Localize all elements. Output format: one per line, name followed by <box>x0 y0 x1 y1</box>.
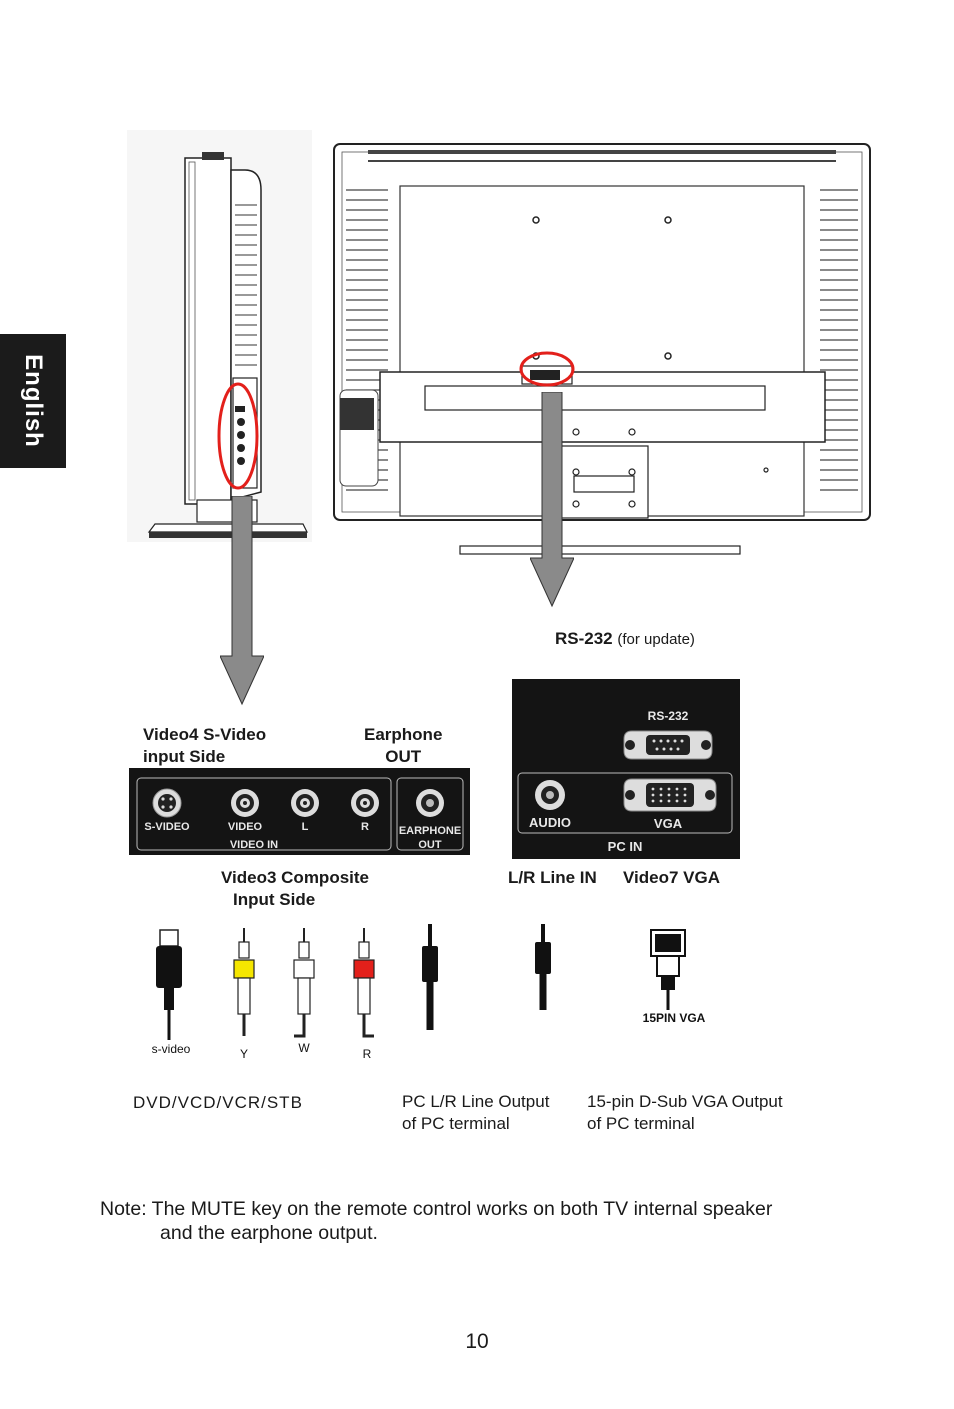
earphone-out-label: Earphone OUT <box>364 725 443 766</box>
white-rca-cable-icon <box>293 928 315 1038</box>
yellow-cable-label: Y <box>240 1047 248 1061</box>
down-arrow-icon <box>220 496 264 706</box>
s-video-cable-icon <box>156 929 182 1040</box>
video4-label: Video4 S-Video input Side <box>143 725 267 766</box>
pc-in-group-label: PC IN <box>608 839 643 854</box>
right-audio-port-label: R <box>361 821 369 833</box>
s-video-jack-icon <box>152 788 182 818</box>
side-inputs-highlight <box>217 382 259 490</box>
earphone-port-label: EARPHONE <box>399 825 461 837</box>
video-in-group-label: VIDEO IN <box>230 839 278 851</box>
rs232-label: RS-232 <box>555 629 613 648</box>
rs232-connector-icon <box>623 730 713 760</box>
audio-jack-icon <box>535 780 565 810</box>
rs232-port-highlight <box>519 351 575 387</box>
rs232-port-label: RS-232 <box>648 709 689 723</box>
vga-port-label: VGA <box>654 816 683 831</box>
audio-plug-cable-icon <box>535 924 551 1010</box>
vga-cable-icon <box>650 929 686 1010</box>
pc-lr-output-caption: PC L/R Line Output of PC terminal <box>402 1092 550 1133</box>
red-rca-cable-icon <box>353 928 375 1038</box>
video7-vga-label: Video7 VGA <box>623 868 720 887</box>
tv-side-view-illustration <box>127 130 312 542</box>
rca-jack-icon <box>231 789 259 817</box>
left-audio-port-label: L <box>302 821 309 833</box>
red-cable-label: R <box>363 1047 372 1061</box>
language-label: English <box>20 354 47 448</box>
rs232-callout: RS-232 (for update) <box>555 628 695 651</box>
vga-output-caption: 15-pin D-Sub VGA Output of PC terminal <box>587 1092 783 1133</box>
rca-jack-icon <box>351 789 379 817</box>
language-tab: English <box>0 334 66 468</box>
s-video-port-label: S-VIDEO <box>144 821 190 833</box>
down-arrow-icon <box>530 392 574 608</box>
yellow-rca-cable-icon <box>233 928 255 1036</box>
page-number: 10 <box>465 1330 489 1353</box>
rca-jack-icon <box>291 789 319 817</box>
video3-label: Video3 Composite Input Side <box>221 868 369 909</box>
s-video-cable-label: s-video <box>152 1042 191 1056</box>
tv-back-view-illustration <box>333 143 871 555</box>
vga-cable-label: 15PIN VGA <box>643 1011 706 1025</box>
mute-note: Note: The MUTE key on the remote control… <box>100 1198 773 1244</box>
earphone-jack-icon <box>416 789 444 817</box>
side-connector-panel: S-VIDEO VIDEO L R EARPHONE OUT VIDEO IN <box>129 768 470 855</box>
video-port-label: VIDEO <box>228 821 263 833</box>
earphone-out-port-label: OUT <box>418 839 442 851</box>
audio-port-label: AUDIO <box>529 815 571 830</box>
dvd-source-caption: DVD/VCD/VCR/STB <box>133 1093 303 1112</box>
pc-input-panel: RS-232 AUDIO VGA PC IN <box>512 679 740 859</box>
audio-plug-cable-icon <box>422 924 438 1030</box>
lr-line-in-label: L/R Line IN <box>508 868 597 887</box>
rs232-note: (for update) <box>617 631 695 648</box>
cable-illustrations: s-video Y W R 15PIN VGA <box>152 924 706 1061</box>
white-cable-label: W <box>298 1041 310 1055</box>
vga-connector-icon <box>623 778 717 812</box>
